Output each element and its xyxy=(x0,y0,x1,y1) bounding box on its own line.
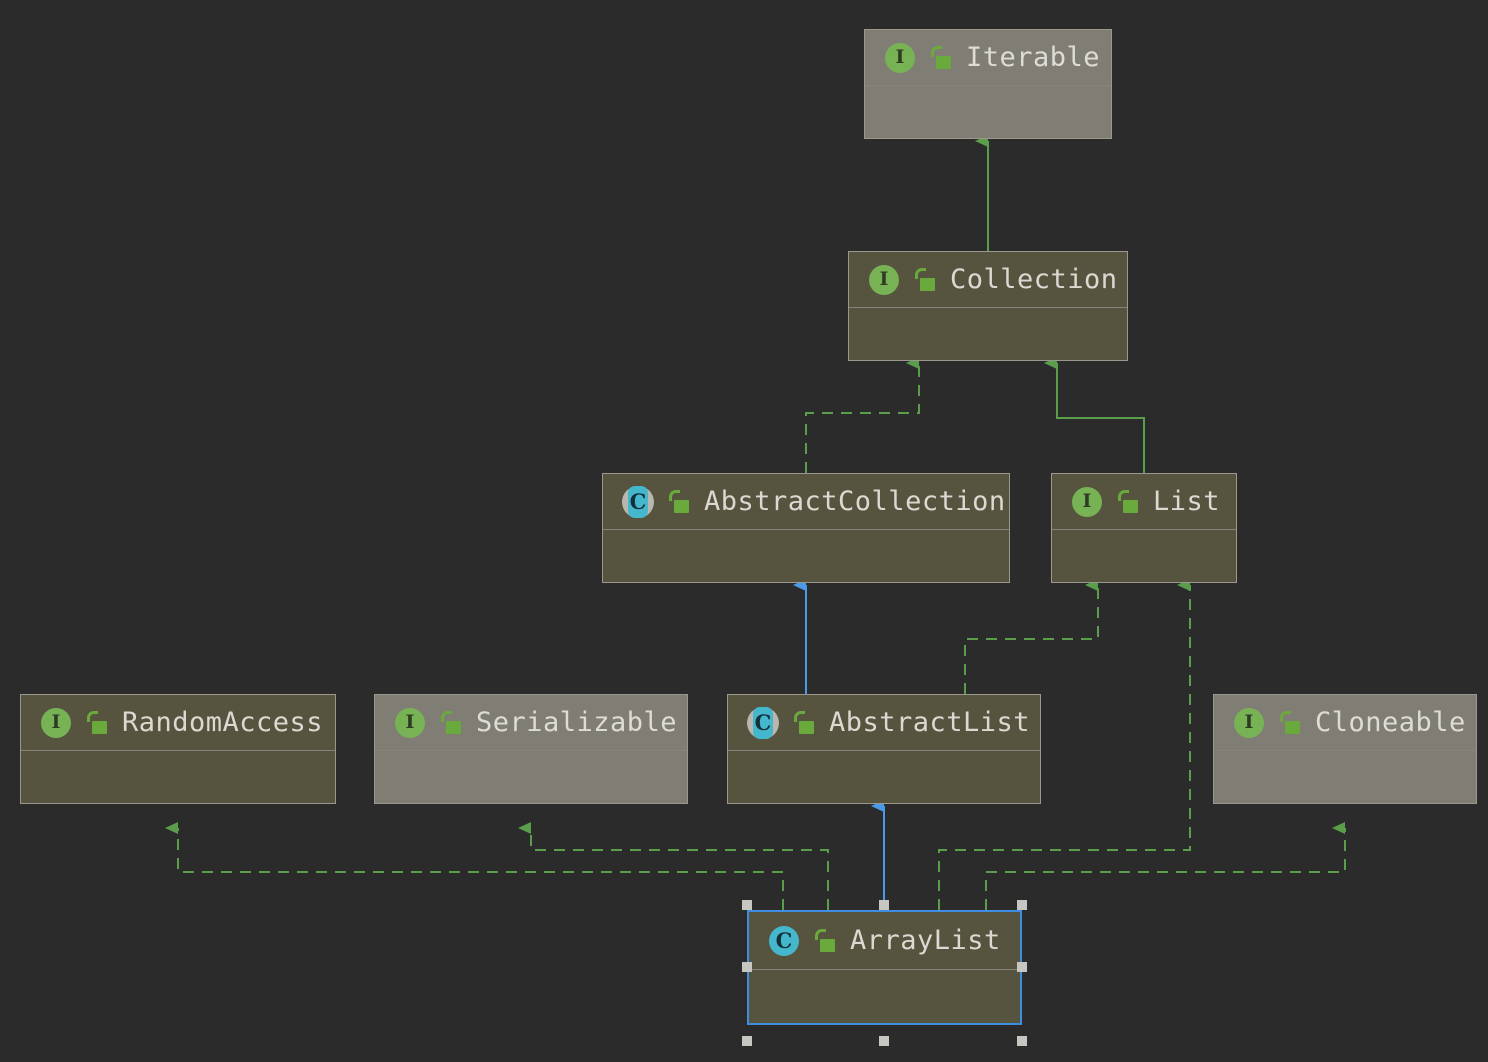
selection-handle-e[interactable] xyxy=(1017,962,1027,972)
class-members-area xyxy=(749,970,1020,1022)
edge-arraylist-serializable xyxy=(518,822,829,910)
interface-icon: I xyxy=(39,706,73,740)
class-node-header: I RandomAccess xyxy=(21,695,335,751)
class-node-iterable[interactable]: I Iterable xyxy=(864,29,1112,139)
class-name-label: RandomAccess xyxy=(122,707,324,738)
edge-list-collection xyxy=(1044,357,1145,473)
class-node-abstractcollection[interactable]: C AbstractCollection xyxy=(602,473,1010,583)
class-name-label: AbstractCollection xyxy=(704,486,1006,517)
class-node-header: I List xyxy=(1052,474,1236,530)
unlocked-padlock-icon xyxy=(82,709,108,737)
interface-icon: I xyxy=(867,263,901,297)
class-name-label: Cloneable xyxy=(1315,707,1466,738)
unlocked-padlock-icon xyxy=(810,927,836,955)
interface-icon: I xyxy=(393,706,427,740)
edge-arraylist-cloneable xyxy=(985,822,1346,910)
edge-abstractcollection-collection xyxy=(805,357,920,473)
class-node-header: I Cloneable xyxy=(1214,695,1476,751)
class-name-label: ArrayList xyxy=(850,925,1001,956)
class-name-label: Collection xyxy=(950,264,1118,295)
class-node-cloneable[interactable]: I Cloneable xyxy=(1213,694,1477,804)
selection-handle-ne[interactable] xyxy=(1017,900,1027,910)
class-name-label: Iterable xyxy=(966,42,1101,73)
abstract-class-icon: C xyxy=(746,706,780,740)
class-icon: C xyxy=(767,924,801,958)
node-icons: C xyxy=(621,485,690,519)
class-node-header: I Serializable xyxy=(375,695,687,751)
class-node-header: I Iterable xyxy=(865,30,1111,86)
unlocked-padlock-icon xyxy=(926,44,952,72)
class-members-area xyxy=(728,751,1040,803)
class-node-header: C AbstractList xyxy=(728,695,1040,751)
selection-handle-w[interactable] xyxy=(742,962,752,972)
unlocked-padlock-icon xyxy=(1113,488,1139,516)
class-members-area xyxy=(1052,530,1236,582)
class-node-header: I Collection xyxy=(849,252,1127,308)
unlocked-padlock-icon xyxy=(436,709,462,737)
class-node-arraylist[interactable]: C ArrayList xyxy=(747,910,1022,1025)
class-node-list[interactable]: I List xyxy=(1051,473,1237,583)
node-icons: C xyxy=(746,706,815,740)
class-name-label: List xyxy=(1153,486,1221,517)
interface-icon: I xyxy=(1070,485,1104,519)
class-node-collection[interactable]: I Collection xyxy=(848,251,1128,361)
edge-abstractlist-list xyxy=(964,579,1099,694)
selection-handle-se[interactable] xyxy=(1017,1036,1027,1046)
class-node-serializable[interactable]: I Serializable xyxy=(374,694,688,804)
unlocked-padlock-icon xyxy=(1275,709,1301,737)
unlocked-padlock-icon xyxy=(789,709,815,737)
node-icons: C xyxy=(767,924,836,958)
class-node-header: C ArrayList xyxy=(749,912,1020,970)
class-members-area xyxy=(849,308,1127,360)
interface-icon: I xyxy=(1232,706,1266,740)
selection-handle-n[interactable] xyxy=(879,900,889,910)
class-node-abstractlist[interactable]: C AbstractList xyxy=(727,694,1041,804)
node-icons: I xyxy=(39,706,108,740)
class-members-area xyxy=(21,751,335,803)
class-node-header: C AbstractCollection xyxy=(603,474,1009,530)
class-name-label: Serializable xyxy=(476,707,678,738)
node-icons: I xyxy=(1070,485,1139,519)
abstract-class-icon: C xyxy=(621,485,655,519)
node-icons: I xyxy=(1232,706,1301,740)
unlocked-padlock-icon xyxy=(664,488,690,516)
selection-handle-nw[interactable] xyxy=(742,900,752,910)
edge-arraylist-randomaccess xyxy=(165,822,784,910)
class-members-area xyxy=(375,751,687,803)
class-node-randomaccess[interactable]: I RandomAccess xyxy=(20,694,336,804)
node-icons: I xyxy=(883,41,952,75)
class-members-area xyxy=(1214,751,1476,803)
interface-icon: I xyxy=(883,41,917,75)
unlocked-padlock-icon xyxy=(910,266,936,294)
node-icons: I xyxy=(393,706,462,740)
selection-handle-s[interactable] xyxy=(879,1036,889,1046)
class-name-label: AbstractList xyxy=(829,707,1031,738)
selection-handle-sw[interactable] xyxy=(742,1036,752,1046)
node-icons: I xyxy=(867,263,936,297)
class-members-area xyxy=(603,530,1009,582)
class-members-area xyxy=(865,86,1111,138)
